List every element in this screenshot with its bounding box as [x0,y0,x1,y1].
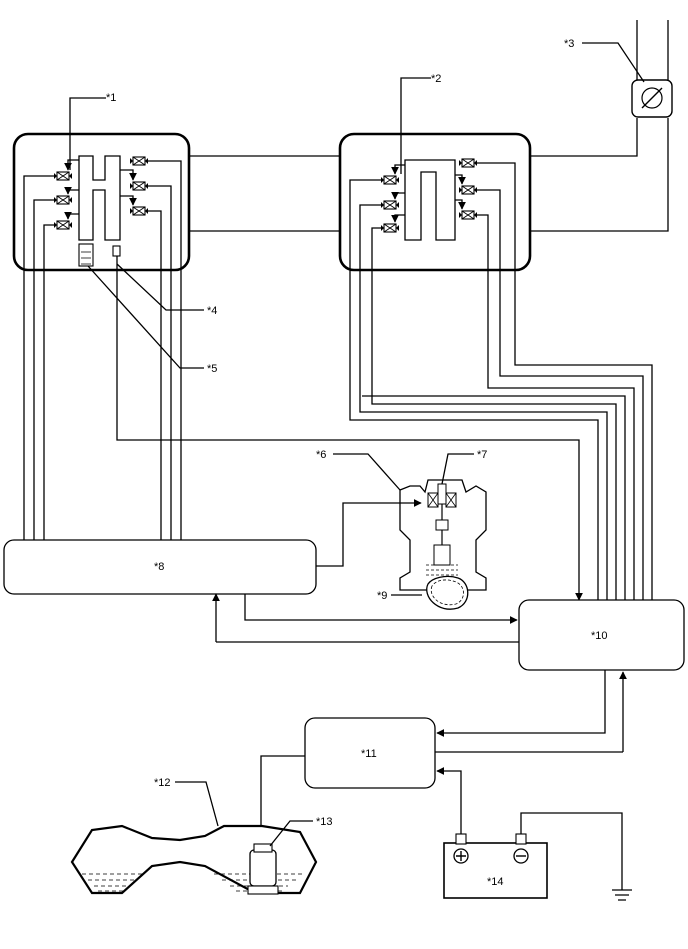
label-11: *11 [361,748,377,760]
injector-icon [458,158,478,168]
injector-icon [129,156,149,166]
bank-right [338,132,653,600]
injector-icon [53,171,73,181]
label-13: *13 [316,816,333,828]
label-3: *3 [564,38,574,50]
injector-icon [53,195,73,205]
injector-icon [129,181,149,191]
injector-icon [53,220,73,230]
label-14: *14 [487,876,504,888]
throttle-body [631,79,673,118]
label-8: *8 [154,561,164,573]
injector-icon [458,185,478,195]
fuel-pump-ecu-box [304,717,436,789]
fuel-pump [249,849,277,887]
label-5: *5 [207,363,217,375]
label-7: *7 [477,449,487,461]
engine-section [399,479,487,610]
battery [443,812,632,901]
injector-icon [458,210,478,220]
fuel-tank [70,824,318,895]
ecm-box [518,599,685,671]
label-1: *1 [106,92,116,104]
label-2: *2 [431,73,441,85]
injector-icon [129,206,149,216]
label-12: *12 [154,777,171,789]
injector-icon [380,175,400,185]
label-9: *9 [377,590,387,602]
bank-left [12,132,583,601]
injector-icon [380,200,400,210]
injector-driver-box [3,539,317,595]
label-10: *10 [591,630,608,642]
ground-icon [612,889,632,901]
injector-icon [380,223,400,233]
fuel-pressure-sensor [112,245,121,257]
pressure-sensor-block [78,243,94,267]
label-4: *4 [207,305,217,317]
label-6: *6 [316,449,326,461]
